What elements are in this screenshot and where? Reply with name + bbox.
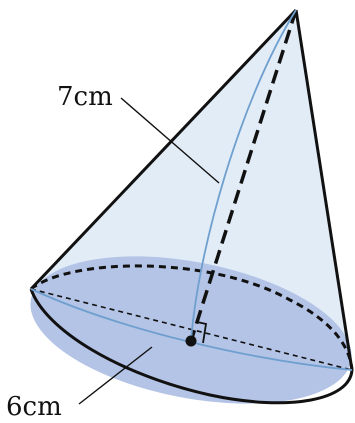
base-center-point [185,335,197,347]
slant-height-measure-curve [190,9,297,342]
cone-height-line [189,9,298,342]
cone-right-edge [294,9,354,371]
diameter-leader [78,346,153,405]
cone-left-edge [29,8,298,291]
slant-height-label: 7cm [57,82,113,112]
base-rim-visible [29,288,354,405]
diameter-label: 6cm [6,392,62,422]
slant-height-leader [120,97,220,184]
right-angle-marker [196,321,208,344]
base-rim-hidden [30,264,354,371]
